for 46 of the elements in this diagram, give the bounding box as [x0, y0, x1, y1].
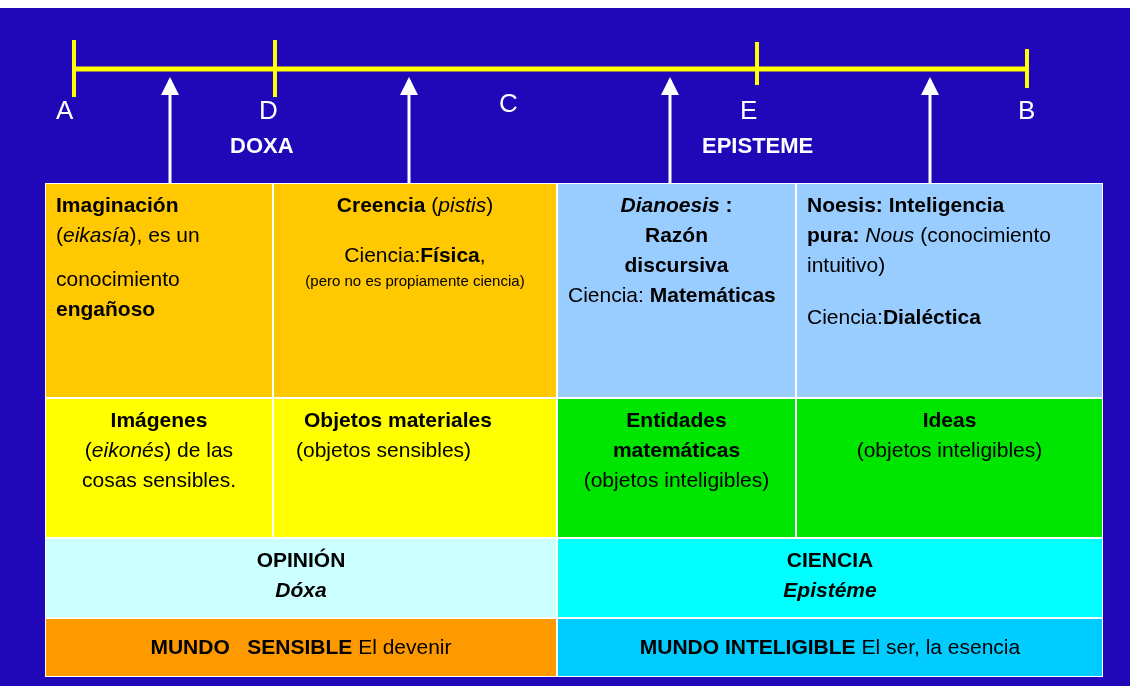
table-cell: [557, 618, 1103, 677]
table-cell: [273, 398, 557, 538]
cell-text: Dianoesis : Razón discursiva: [619, 192, 734, 278]
cell-text: Ciencia:Dialéctica: [807, 304, 982, 330]
cell-text: CIENCIA: [785, 547, 875, 573]
table-cell: [557, 398, 796, 538]
table-cell: [557, 183, 796, 398]
table-cell: [45, 538, 557, 618]
cell-text: conocimiento engañoso: [56, 266, 181, 322]
cell-text: (objetos sensibles): [295, 437, 473, 463]
arrow: [921, 77, 939, 183]
table-cell: [45, 183, 273, 398]
arrow: [661, 77, 679, 183]
point-label: E: [740, 95, 758, 126]
point-label: A: [56, 95, 74, 126]
cell-text: OPINIÓN: [255, 547, 347, 573]
table-cell: [45, 618, 557, 677]
section-label: DOXA: [230, 133, 294, 159]
section-label: EPISTEME: [702, 133, 814, 159]
arrow: [400, 77, 418, 183]
cell-text: (eikonés) de las cosas sensibles.: [80, 437, 238, 493]
cell-text: Entidades matemáticas: [611, 407, 742, 463]
cell-text: Ideas: [921, 407, 978, 433]
cell-text: Objetos materiales: [303, 407, 493, 433]
cell-text: (pero no es propiamente ciencia): [304, 271, 526, 291]
cell-text: MUNDO INTELIGIBLE El ser, la esencia: [638, 634, 1022, 660]
point-label: B: [1018, 95, 1036, 126]
cell-text: Imaginación (eikasía), es un: [56, 192, 201, 248]
cell-text: (objetos inteligibles): [855, 437, 1044, 463]
cell-text: Epistéme: [782, 577, 878, 603]
cell-text: MUNDO SENSIBLE El devenir: [149, 634, 453, 660]
point-label: C: [499, 88, 518, 119]
cell-text: Dóxa: [274, 577, 328, 603]
cell-text: (objetos inteligibles): [582, 467, 771, 493]
table-cell: [45, 398, 273, 538]
cell-text: Creencia (pistis): [335, 192, 495, 218]
cell-text: Imágenes: [109, 407, 209, 433]
table-cell: [796, 398, 1103, 538]
point-label: D: [259, 95, 278, 126]
arrow: [161, 77, 179, 183]
table-cell: [796, 183, 1103, 398]
cell-text: Noesis: Inteligencia pura: Nous (conocimiento intuitivo): [807, 192, 1052, 278]
table-cell: [273, 183, 557, 398]
cell-text: Ciencia: Matemáticas: [568, 282, 777, 308]
table-cell: [557, 538, 1103, 618]
cell-text: Ciencia:Física,: [343, 242, 487, 268]
